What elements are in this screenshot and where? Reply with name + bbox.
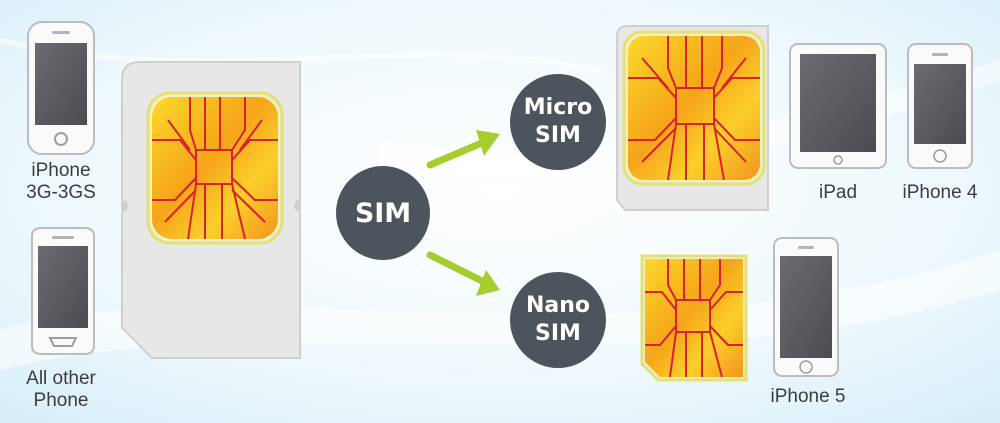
arrow-to-micro [426,130,500,169]
nano-sim-label-line2: SIM [535,321,581,346]
iphone5-device [773,237,839,377]
sim-node: SIM [336,166,430,260]
arrow-to-nano [426,251,500,296]
iphone5-label: iPhone 5 [770,386,846,407]
iphone-3g-device [27,21,95,155]
ipad-label: iPad [818,182,858,203]
iphone4-device [907,43,973,169]
iphone-3g-label: iPhone 3G-3GS [26,160,96,203]
micro-sim-label-line2: SIM [535,123,581,148]
ipad-device [789,43,887,169]
nano-sim-label-line1: Nano [525,293,591,318]
micro-sim-label-line1: Micro [523,95,593,120]
all-other-phone-label: All other Phone [26,368,96,411]
iphone4-label: iPhone 4 [902,182,978,203]
generic-phone-device [31,227,95,355]
sim-node-label: SIM [354,197,412,229]
micro-sim-node: Micro SIM [510,74,606,170]
nano-sim-node: Nano SIM [510,272,606,368]
